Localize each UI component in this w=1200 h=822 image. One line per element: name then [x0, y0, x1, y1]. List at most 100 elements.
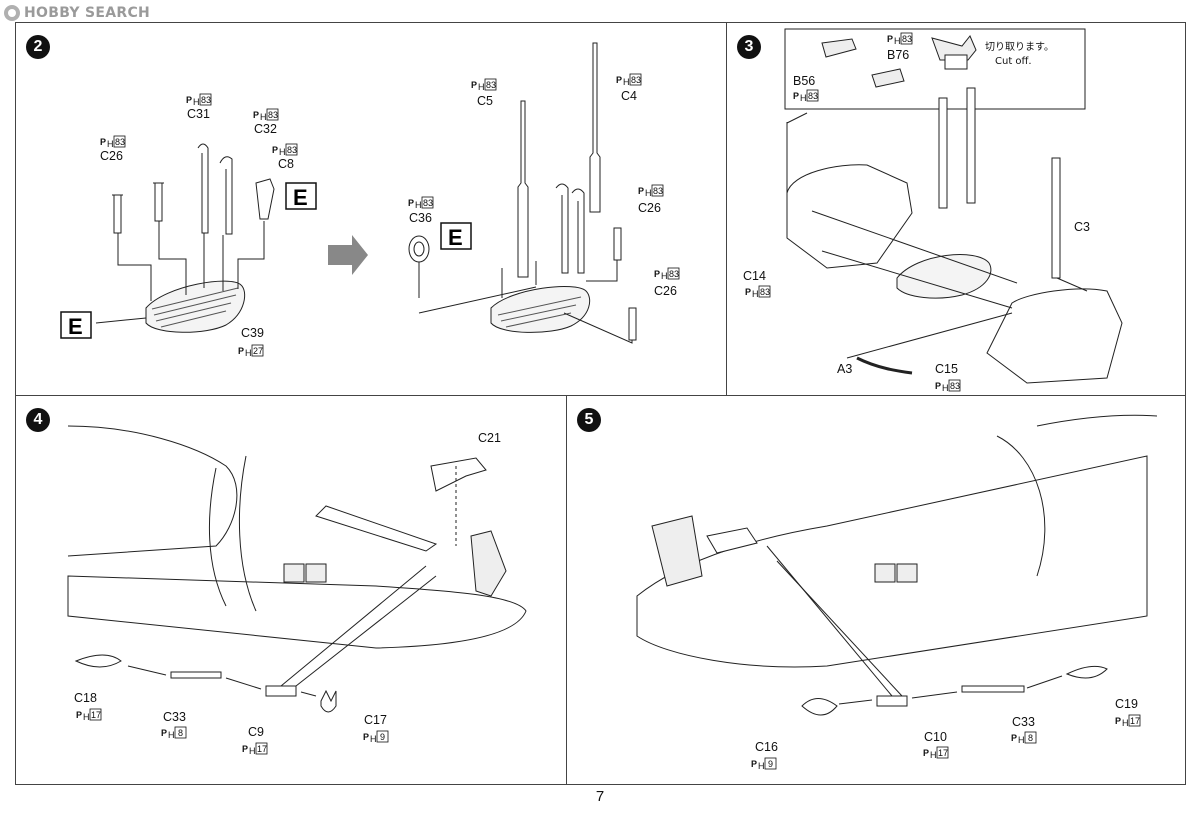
svg-text:C16: C16	[755, 740, 778, 754]
part-c26-peg-upper	[613, 227, 622, 261]
svg-text:H: H	[249, 746, 256, 756]
hull-body	[636, 455, 1148, 668]
tower-base	[896, 254, 992, 299]
svg-text:C26: C26	[100, 149, 123, 163]
svg-text:B56: B56	[793, 74, 815, 88]
svg-text:P: P	[793, 91, 799, 101]
label-c21: C21	[478, 431, 501, 445]
svg-text:H: H	[279, 147, 286, 157]
hull-upper-surface	[67, 425, 238, 557]
svg-text:P: P	[242, 744, 248, 754]
svg-text:83: 83	[268, 110, 278, 120]
svg-text:83: 83	[902, 34, 912, 44]
svg-text:83: 83	[669, 269, 679, 279]
svg-text:切り取ります。: 切り取ります。	[985, 41, 1054, 53]
svg-text:C8: C8	[278, 157, 294, 171]
svg-text:C18: C18	[74, 691, 97, 705]
svg-text:C3: C3	[1074, 220, 1090, 234]
svg-text:C14: C14	[743, 269, 766, 283]
svg-text:A3: A3	[837, 362, 852, 376]
svg-text:H: H	[245, 348, 252, 358]
svg-text:H: H	[645, 188, 652, 198]
svg-text:C21: C21	[478, 431, 501, 445]
svg-text:P: P	[638, 186, 644, 196]
svg-text:H: H	[260, 112, 267, 122]
svg-text:H: H	[478, 82, 485, 92]
svg-text:P: P	[253, 110, 259, 120]
assembled-base-shape	[490, 286, 591, 333]
svg-text:H: H	[752, 289, 759, 299]
svg-text:83: 83	[201, 95, 211, 105]
part-c33	[170, 671, 222, 679]
svg-text:83: 83	[631, 75, 641, 85]
svg-text:17: 17	[938, 748, 948, 758]
watermark-text: HOBBY SEARCH	[24, 5, 151, 21]
svg-text:H: H	[1122, 718, 1129, 728]
step-3-number: 3	[737, 35, 761, 59]
svg-text:C33: C33	[1012, 715, 1035, 729]
svg-text:P: P	[1011, 733, 1017, 743]
svg-text:83: 83	[423, 198, 433, 208]
svg-text:H: H	[800, 93, 807, 103]
svg-text:P: P	[616, 75, 622, 85]
decal-e-right: E	[440, 222, 472, 250]
svg-text:H: H	[623, 77, 630, 87]
svg-text:8: 8	[1028, 733, 1033, 743]
svg-text:Cut off.: Cut off.	[995, 56, 1032, 67]
svg-text:H: H	[930, 750, 937, 760]
svg-text:P: P	[272, 145, 278, 155]
svg-text:H: H	[107, 139, 114, 149]
part-b76	[871, 68, 905, 88]
svg-text:C4: C4	[621, 89, 637, 103]
svg-text:H: H	[415, 200, 422, 210]
svg-text:H: H	[168, 730, 175, 740]
part-c33-right	[961, 685, 1025, 693]
svg-text:83: 83	[486, 80, 496, 90]
svg-text:C26: C26	[654, 284, 677, 298]
fin-c10-area	[651, 515, 703, 587]
page-number: 7	[595, 788, 605, 805]
svg-text:C15: C15	[935, 362, 958, 376]
part-c26-peg-lower	[628, 307, 637, 341]
svg-text:P: P	[100, 137, 106, 147]
step-2-panel: 2	[15, 22, 727, 396]
mast-c4	[589, 42, 601, 213]
arrow-right-icon	[328, 235, 368, 275]
label-c3: C3	[1074, 220, 1090, 234]
part-c32-mast	[219, 156, 233, 235]
svg-text:P: P	[751, 759, 757, 769]
svg-text:E: E	[68, 314, 83, 339]
svg-text:17: 17	[257, 744, 267, 754]
svg-text:C5: C5	[477, 94, 493, 108]
svg-text:P: P	[654, 269, 660, 279]
part-c16	[801, 698, 838, 716]
svg-text:H: H	[370, 734, 377, 744]
svg-text:P: P	[408, 198, 414, 208]
part-c15-shell	[986, 288, 1123, 384]
svg-text:H: H	[661, 271, 668, 281]
svg-text:P: P	[76, 710, 82, 720]
svg-text:17: 17	[91, 710, 101, 720]
svg-text:C32: C32	[254, 122, 277, 136]
part-c3-mast	[1051, 157, 1061, 279]
svg-text:P: P	[923, 748, 929, 758]
svg-text:P: P	[363, 732, 369, 742]
hull-lower-section	[67, 575, 527, 649]
part-c8-antenna	[255, 178, 275, 220]
svg-text:P: P	[471, 80, 477, 90]
svg-text:P: P	[238, 346, 244, 356]
